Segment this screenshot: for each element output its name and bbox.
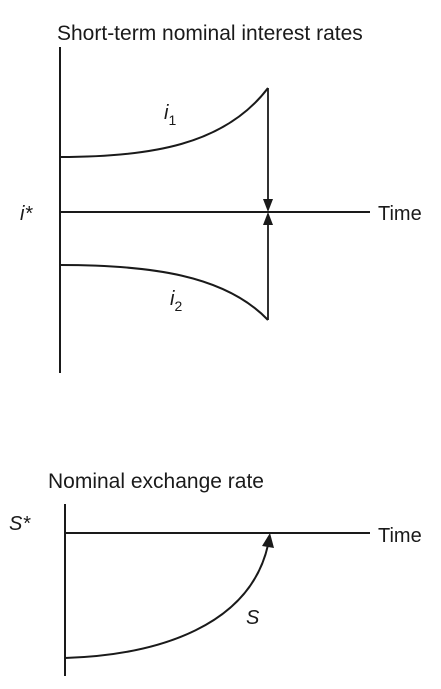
exchange-rate-time-label: Time [378, 525, 422, 547]
equilibrium-interest-rate-label: i* [20, 203, 33, 225]
curve-i1-label: i1 [164, 102, 176, 128]
arrowhead-i2 [263, 212, 273, 225]
interest-rate-time-label: Time [378, 203, 422, 225]
curve-i1 [59, 87, 269, 158]
interest-rate-panel-title: Short-term nominal interest rates [57, 22, 363, 45]
curve-i2 [59, 264, 269, 321]
interest-rate-panel: Short-term nominal interest rates i* Tim… [20, 22, 422, 373]
equilibrium-exchange-rate-label: S* [9, 513, 31, 535]
curve-i2-label: i2 [170, 288, 182, 314]
curve-s-label: S [246, 607, 260, 629]
curve-s [64, 544, 269, 659]
arrowhead-s [262, 533, 274, 548]
exchange-rate-panel: Nominal exchange rate S* Time S [9, 470, 422, 676]
arrowhead-i1 [263, 199, 273, 212]
exchange-rate-panel-title: Nominal exchange rate [48, 470, 264, 493]
